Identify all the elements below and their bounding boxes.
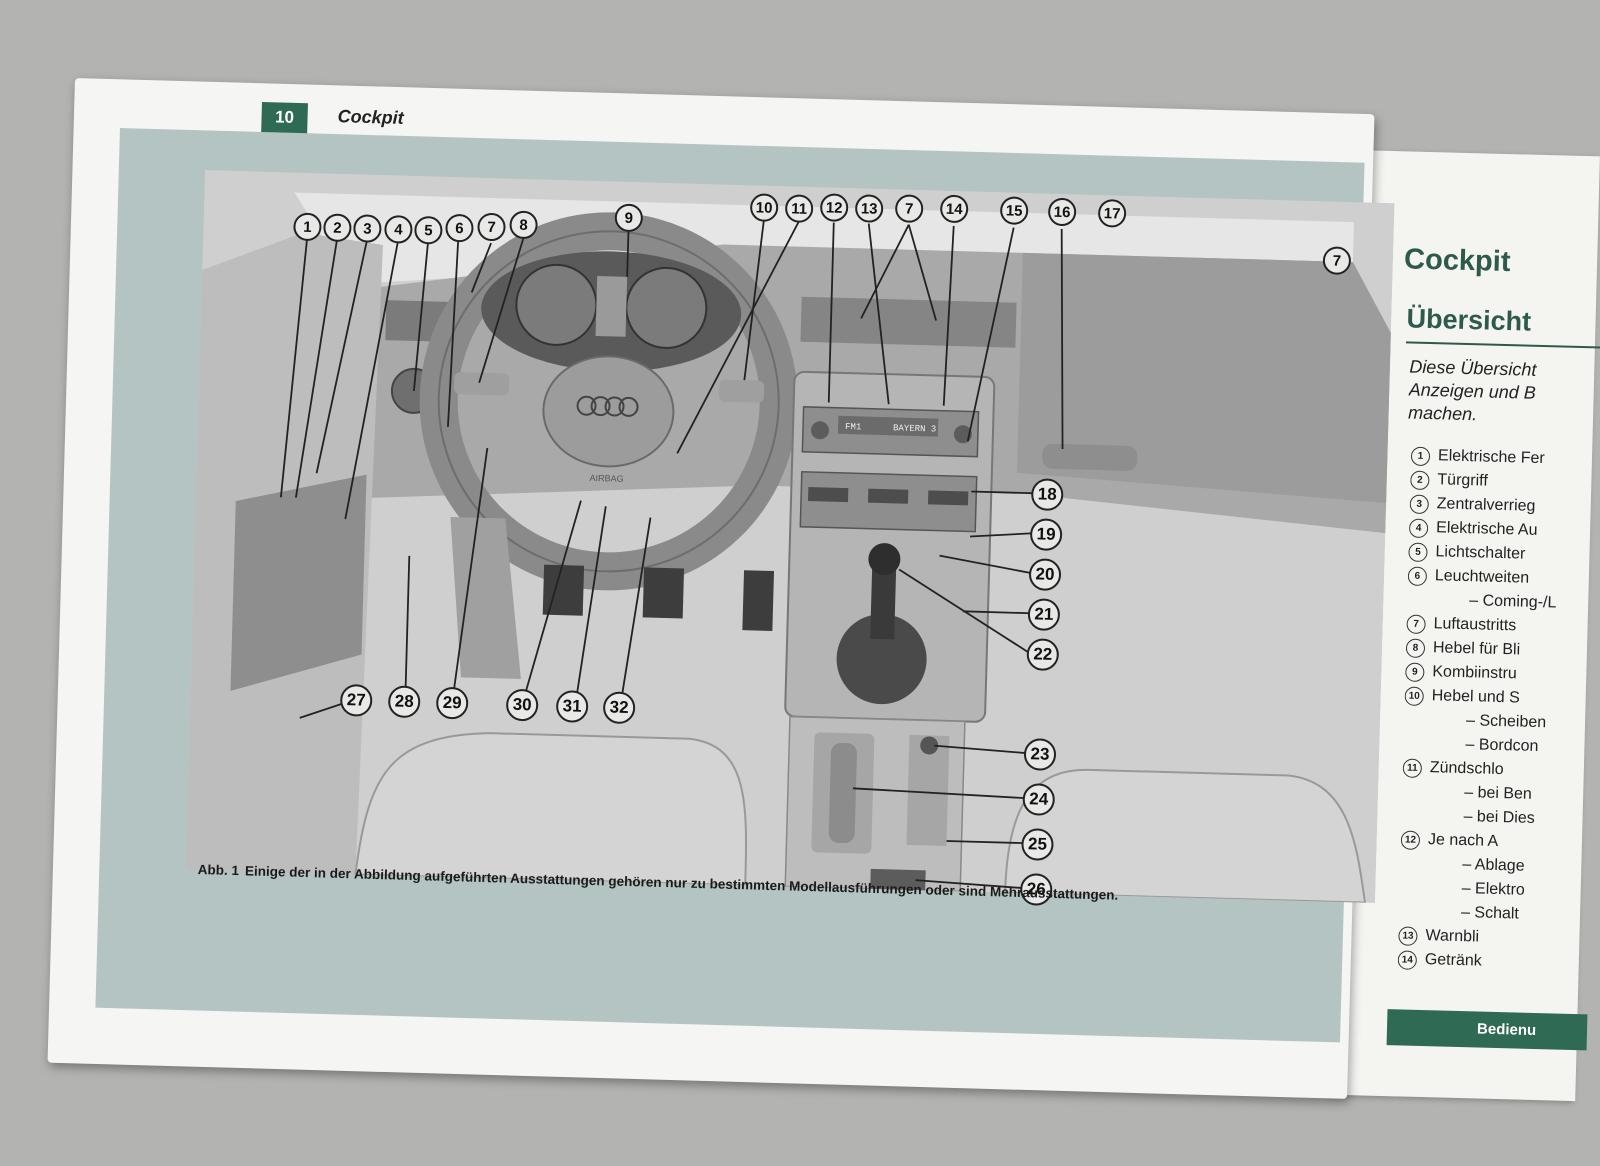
brake-pedal <box>642 567 685 619</box>
legend-text: – Ablage <box>1462 856 1525 875</box>
legend-number: 10 <box>1404 685 1424 706</box>
right-page-subtitle: Übersicht <box>1406 303 1532 337</box>
legend-number: 7 <box>1406 614 1426 634</box>
legend-text: – Coming-/L <box>1469 592 1557 612</box>
cockpit-drawing: AIRBAG FM1 BAYERN 3 <box>185 170 1395 903</box>
legend-text: – Bordcon <box>1465 736 1539 756</box>
ignition-lock <box>920 736 939 755</box>
handbrake-lever <box>828 742 857 844</box>
legend-item: 14 Getränk <box>1397 947 1589 976</box>
dashboard-passenger <box>1016 252 1391 504</box>
subtitle-rule <box>1405 341 1600 349</box>
passenger-seat <box>1004 768 1367 903</box>
radio-display <box>837 415 939 437</box>
gear-shaft <box>870 558 897 640</box>
legend-text: Hebel für Bli <box>1432 639 1521 659</box>
legend-text: Elektrische Au <box>1435 519 1538 539</box>
legend-number: 4 <box>1408 518 1429 538</box>
right-page-footer: Bedienu <box>1386 1009 1588 1051</box>
legend-text: Zentralverrieg <box>1436 495 1536 515</box>
legend-text: Je nach A <box>1427 831 1499 850</box>
legend-text: Elektrische Fer <box>1437 447 1545 468</box>
legend-number: 13 <box>1398 925 1418 946</box>
airbag-label: AIRBAG <box>589 473 623 484</box>
right-page-title: Cockpit <box>1403 243 1511 279</box>
legend-number: 9 <box>1405 662 1425 682</box>
legend-text: – Scheiben <box>1465 712 1547 732</box>
center-vents <box>800 296 1017 348</box>
legend-text: – Elektro <box>1461 880 1526 899</box>
legend-text: Warnbli <box>1425 927 1480 946</box>
driver-seat <box>354 732 748 887</box>
accelerator-pedal <box>742 570 775 632</box>
seat-heat-switches <box>870 868 926 891</box>
legend-text: Lichtschalter <box>1435 543 1526 563</box>
legend-number: 5 <box>1408 542 1428 562</box>
legend-number: 6 <box>1407 566 1428 586</box>
glovebox-handle <box>1042 443 1138 471</box>
legend-text: – Schalt <box>1460 904 1520 923</box>
legend-text: Hebel und S <box>1431 687 1520 707</box>
audi-rings <box>576 395 639 417</box>
right-page-intro: Diese Übersicht Anzeigen und B machen. <box>1407 356 1537 425</box>
legend-text: – bei Ben <box>1463 784 1533 803</box>
legend-text: Leuchtweiten <box>1434 567 1530 587</box>
footrest <box>450 516 521 680</box>
door-switch-panel <box>230 474 367 691</box>
legend-number: 12 <box>1400 829 1421 850</box>
radio-band: FM1 <box>845 422 861 432</box>
gear-knob <box>868 543 901 576</box>
cluster-display <box>595 275 628 337</box>
cockpit-illustration: AIRBAG FM1 BAYERN 3 <box>185 170 1395 906</box>
gear-boot <box>836 614 927 705</box>
legend-list: 1 Elektrische Fer 2 Türgriff 3 Zentralverrieg… <box>1397 444 1600 977</box>
legend-number: 11 <box>1402 757 1423 778</box>
legend-text: Luftaustritts <box>1433 615 1517 635</box>
legend-number: 8 <box>1405 638 1426 658</box>
legend-number: 14 <box>1397 949 1418 970</box>
leader-lines <box>279 220 1064 890</box>
storage-tray <box>906 734 950 846</box>
radio-knob-left <box>810 421 829 440</box>
speedometer <box>515 263 598 346</box>
legend-text: Getränk <box>1424 951 1482 970</box>
clutch-pedal <box>542 564 585 616</box>
left-stalk <box>454 372 510 396</box>
caption-label: Abb. 1 <box>197 862 240 879</box>
page-number: 10 <box>261 102 308 134</box>
legend-text: – bei Dies <box>1463 808 1535 827</box>
legend-number: 1 <box>1410 446 1431 466</box>
legend-text: Türgriff <box>1437 471 1488 490</box>
legend-number: 2 <box>1410 470 1430 490</box>
legend-text: Kombiinstru <box>1432 663 1518 683</box>
right-stalk <box>718 379 765 403</box>
legend-text: Zündschlo <box>1429 759 1504 779</box>
legend-number: 3 <box>1409 494 1430 514</box>
tachometer <box>625 266 708 349</box>
chapter-title: Cockpit <box>337 106 404 128</box>
radio-station: BAYERN 3 <box>893 423 936 434</box>
